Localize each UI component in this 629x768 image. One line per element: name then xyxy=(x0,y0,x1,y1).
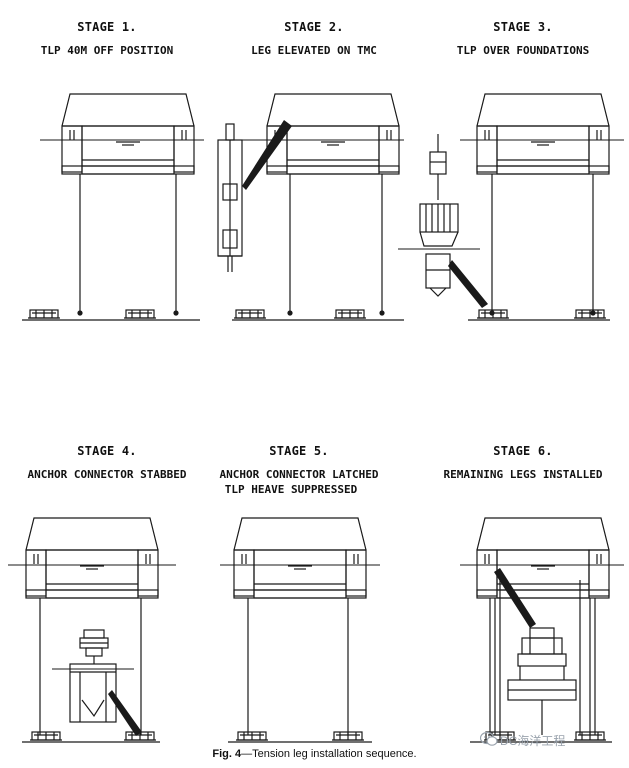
stage-3-figure xyxy=(398,93,624,321)
stage-4-title: STAGE 4. xyxy=(77,444,137,458)
stage-3-description: TLP OVER FOUNDATIONS xyxy=(456,44,590,57)
stage-5-description-line-2: TLP HEAVE SUPPRESSED xyxy=(224,483,358,496)
figure-caption: Fig. 4—Tension leg installation sequence… xyxy=(0,748,629,760)
stage-6-title: STAGE 6. xyxy=(493,444,553,458)
stage-5-figure xyxy=(220,517,380,743)
stage-5-title: STAGE 5. xyxy=(269,444,329,458)
stage-6-figure xyxy=(460,517,624,743)
figure-label: Fig. 4 xyxy=(212,748,242,760)
stage-3-title: STAGE 3. xyxy=(493,20,553,34)
stage-1-figure xyxy=(22,93,204,321)
stage-2-description: LEG ELEVATED ON TMC xyxy=(251,44,377,57)
stage-4-description: ANCHOR CONNECTOR STABBED xyxy=(27,468,187,481)
stage-2-title: STAGE 2. xyxy=(284,20,344,34)
stage-4-figure xyxy=(8,517,176,743)
figure-caption-text: —Tension leg installation sequence. xyxy=(241,748,417,760)
stage-1-description: TLP 40M OFF POSITION xyxy=(40,44,174,57)
stage-1-title: STAGE 1. xyxy=(77,20,137,34)
stage-6-description: REMAINING LEGS INSTALLED xyxy=(443,468,603,481)
watermark-text: DC海洋工程 xyxy=(500,734,566,748)
wechat-icon xyxy=(480,731,498,746)
stage-2-figure xyxy=(217,93,404,321)
stage-5-description-line-1: ANCHOR CONNECTOR LATCHED xyxy=(219,468,379,481)
